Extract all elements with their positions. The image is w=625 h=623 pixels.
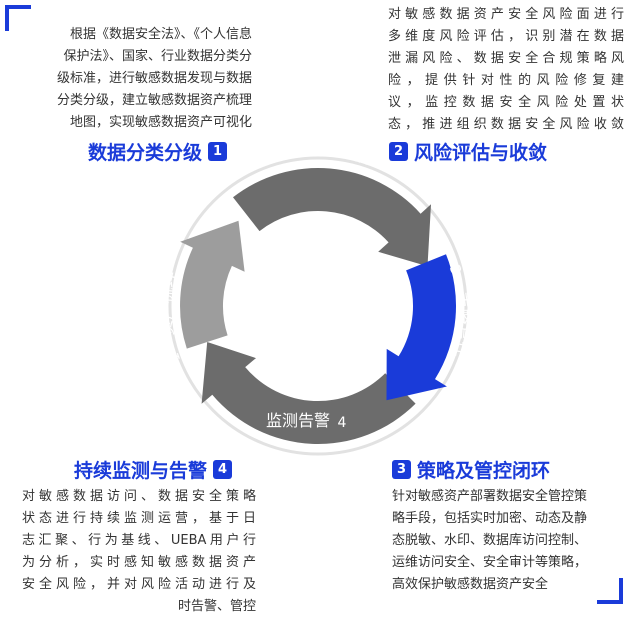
step-2-description-line: 险，提供针对性的风险修复建 <box>388 73 624 88</box>
corner-bracket-top-left <box>5 5 31 31</box>
step-4-description-line: 志汇聚、行为基线、UEBA用户行 <box>22 533 256 548</box>
step-3-description-line: 高效保护敏感数据资产安全 <box>392 577 549 592</box>
step-1-title: 数据分类分级 1 <box>88 138 228 165</box>
step-1-description: 根据《数据安全法》、《个人信息保护法》、国家、行业数据分类分级标准，进行敏感数据… <box>20 24 252 134</box>
step-4-cycle-number: 4 <box>338 415 347 431</box>
step-4-title-text: 持续监测与告警 <box>74 460 208 482</box>
corner-bracket-bottom-right <box>597 578 623 604</box>
step-2-description-line: 对敏感数据资产安全风险面进行 <box>388 7 624 22</box>
step-1-description-line: 保护法》、国家、行业数据分类分 <box>63 49 252 64</box>
step-4-description-line: 状态进行持续监测运营，基于日 <box>22 511 256 526</box>
step-3-description: 针对敏感资产部署数据安全管控策略手段，包括实时加密、动态及静态脱敏、水印、数据库… <box>392 486 624 596</box>
step-2-description: 对敏感数据资产安全风险面进行多维度风险评估，识别潜在数据泄漏风险、数据安全合规策… <box>388 4 624 136</box>
step-1-title-text: 数据分类分级 <box>88 142 203 164</box>
step-2-description-line: 态，推进组织数据安全风险收敛 <box>388 117 624 132</box>
step-3-description-line: 针对敏感资产部署数据安全管控策 <box>392 489 588 504</box>
cycle-arrow-step-4 <box>201 342 416 445</box>
step-4-number-badge: 4 <box>213 460 233 479</box>
step-3-cycle-label: 策略管控 <box>452 291 475 360</box>
step-2-title: 2 风险评估与收敛 <box>389 138 547 165</box>
step-4-description-line: 安全风险，并对风险活动进行及 <box>22 577 256 592</box>
step-3-description-line: 态脱敏、水印、数据库访问控制、 <box>392 533 588 548</box>
step-3-title: 3 策略及管控闭环 <box>392 456 550 483</box>
step-1-number-badge: 1 <box>208 142 228 161</box>
step-4-cycle-label: 监测告警 <box>266 411 330 430</box>
step-4-description: 对敏感数据访问、数据安全策略状态进行持续监测运营，基于日志汇聚、行为基线、UEB… <box>22 486 256 618</box>
step-3-number-badge: 3 <box>392 460 411 479</box>
step-2-cycle-label: 风险评估 <box>305 140 373 168</box>
cycle-arrow-step-1 <box>180 220 245 349</box>
step-4-description-line: 对敏感数据访问、数据安全策略 <box>22 489 256 504</box>
step-1-cycle-label: 资产梳理 <box>156 269 180 338</box>
step-1-description-line: 地图，实现敏感数据资产可视化 <box>69 115 252 130</box>
step-2-description-line: 多维度风险评估，识别潜在数据 <box>388 29 624 44</box>
step-2-cycle-number: 2 <box>275 146 288 164</box>
step-1-description-line: 根据《数据安全法》、《个人信息 <box>69 27 252 42</box>
step-2-description-line: 议，监控数据安全风险处置状 <box>388 95 624 110</box>
outer-ring <box>168 156 468 456</box>
step-3-description-line: 略手段，包括实时加密、动态及静 <box>392 511 588 526</box>
step-3-title-text: 策略及管控闭环 <box>417 460 551 482</box>
step-4-description-line: 时告警、管控 <box>177 599 256 614</box>
step-2-title-text: 风险评估与收敛 <box>414 142 548 164</box>
step-4-title: 持续监测与告警 4 <box>74 456 233 483</box>
step-1-description-line: 分类分级，建立敏感数据资产梳理 <box>56 93 252 108</box>
step-1-description-line: 级标准，进行敏感数据发现与数据 <box>56 71 252 86</box>
cycle-arrow-step-2 <box>233 168 431 267</box>
step-4-description-line: 为分析，实时感知敏感数据资产 <box>22 555 256 570</box>
step-2-number-badge: 2 <box>389 142 408 161</box>
step-3-description-line: 运维访问安全、安全审计等策略， <box>392 555 588 570</box>
cycle-arrow-step-3 <box>386 254 457 401</box>
step-2-description-line: 泄漏风险、数据安全合规策略风 <box>388 51 624 66</box>
